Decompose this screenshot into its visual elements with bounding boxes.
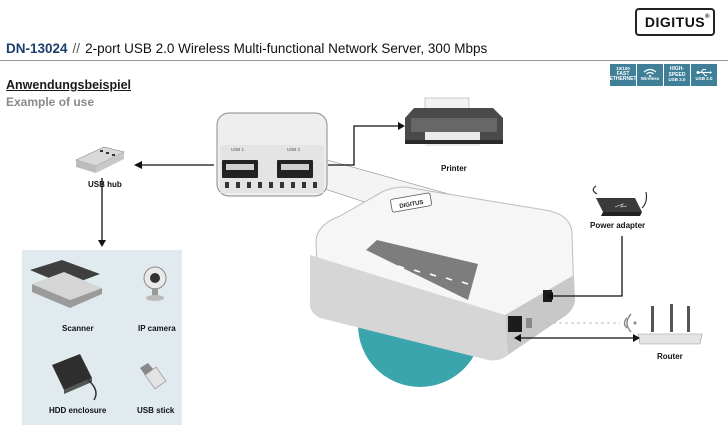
printer-image <box>405 97 503 146</box>
usb-devices-illustrations <box>30 260 167 401</box>
device-brand-label: DIGITUS <box>399 200 424 210</box>
usb1-port-label: USB 1 <box>231 147 245 152</box>
fast-ethernet-badge: 10/100 FAST ETHERNET <box>610 64 636 86</box>
usb-stick-image <box>140 363 167 390</box>
wireless-label: Wireless <box>640 76 660 82</box>
high-speed-text: HIGH-SPEED <box>668 66 686 78</box>
high-speed-badge: HIGH-SPEED USB 2.0 <box>664 64 690 86</box>
arrow-to-printer <box>328 125 398 166</box>
product-title: 2-port USB 2.0 Wireless Multi-functional… <box>85 41 488 56</box>
usb-badge: USB 2.0 <box>691 64 717 86</box>
header-divider <box>0 60 728 61</box>
network-server-device <box>309 186 575 361</box>
router-label: Router <box>657 352 683 361</box>
fast-ethernet-label: FAST ETHERNET <box>609 70 637 83</box>
arrow-from-power <box>553 236 623 297</box>
ethernet-port <box>508 316 522 332</box>
power-adapter-label: Power adapter <box>590 221 646 230</box>
power-adapter-image <box>592 185 648 216</box>
usb-hub-image <box>75 146 125 173</box>
hdd-enclosure-label: HDD enclosure <box>49 406 107 415</box>
usb-hub-label: USB hub <box>88 180 122 189</box>
wireless-icon <box>643 68 657 78</box>
usb-stick-label: USB stick <box>137 406 175 415</box>
registered-mark: ® <box>705 14 710 20</box>
usb-icon <box>696 69 712 77</box>
wifi-signal-icon <box>623 313 637 333</box>
hdd-enclosure-image <box>52 354 97 401</box>
led-panel <box>366 240 478 300</box>
ip-camera-label: IP camera <box>138 324 176 333</box>
section-heading-de: Anwendungsbeispiel <box>6 78 132 92</box>
brand-text: DIGITUS <box>644 14 706 30</box>
router-image <box>637 304 703 345</box>
section-heading-en: Example of use <box>6 95 95 109</box>
usb-port-callout <box>216 112 328 197</box>
model-number: DN-13024 <box>6 41 68 56</box>
title-separator: // <box>72 41 81 56</box>
scanner-image <box>30 260 102 308</box>
fast-ethernet-speed: 10/100 <box>616 66 630 72</box>
device-logo-plate <box>390 192 432 213</box>
printer-label: Printer <box>441 164 467 173</box>
usb-label: USB 2.0 <box>695 76 713 82</box>
ip-camera-image <box>143 266 167 301</box>
usb2-port-label: USB 2 <box>287 147 301 152</box>
status-leds <box>381 261 469 285</box>
page-headline: DN-13024 // 2-port USB 2.0 Wireless Multi-… <box>6 41 487 56</box>
digitus-logo: DIGITUS ® <box>635 8 715 36</box>
wireless-badge: Wireless <box>637 64 663 86</box>
scanner-label: Scanner <box>62 324 94 333</box>
usb-devices-panel <box>22 250 182 425</box>
high-speed-label: USB 2.0 <box>668 77 686 83</box>
